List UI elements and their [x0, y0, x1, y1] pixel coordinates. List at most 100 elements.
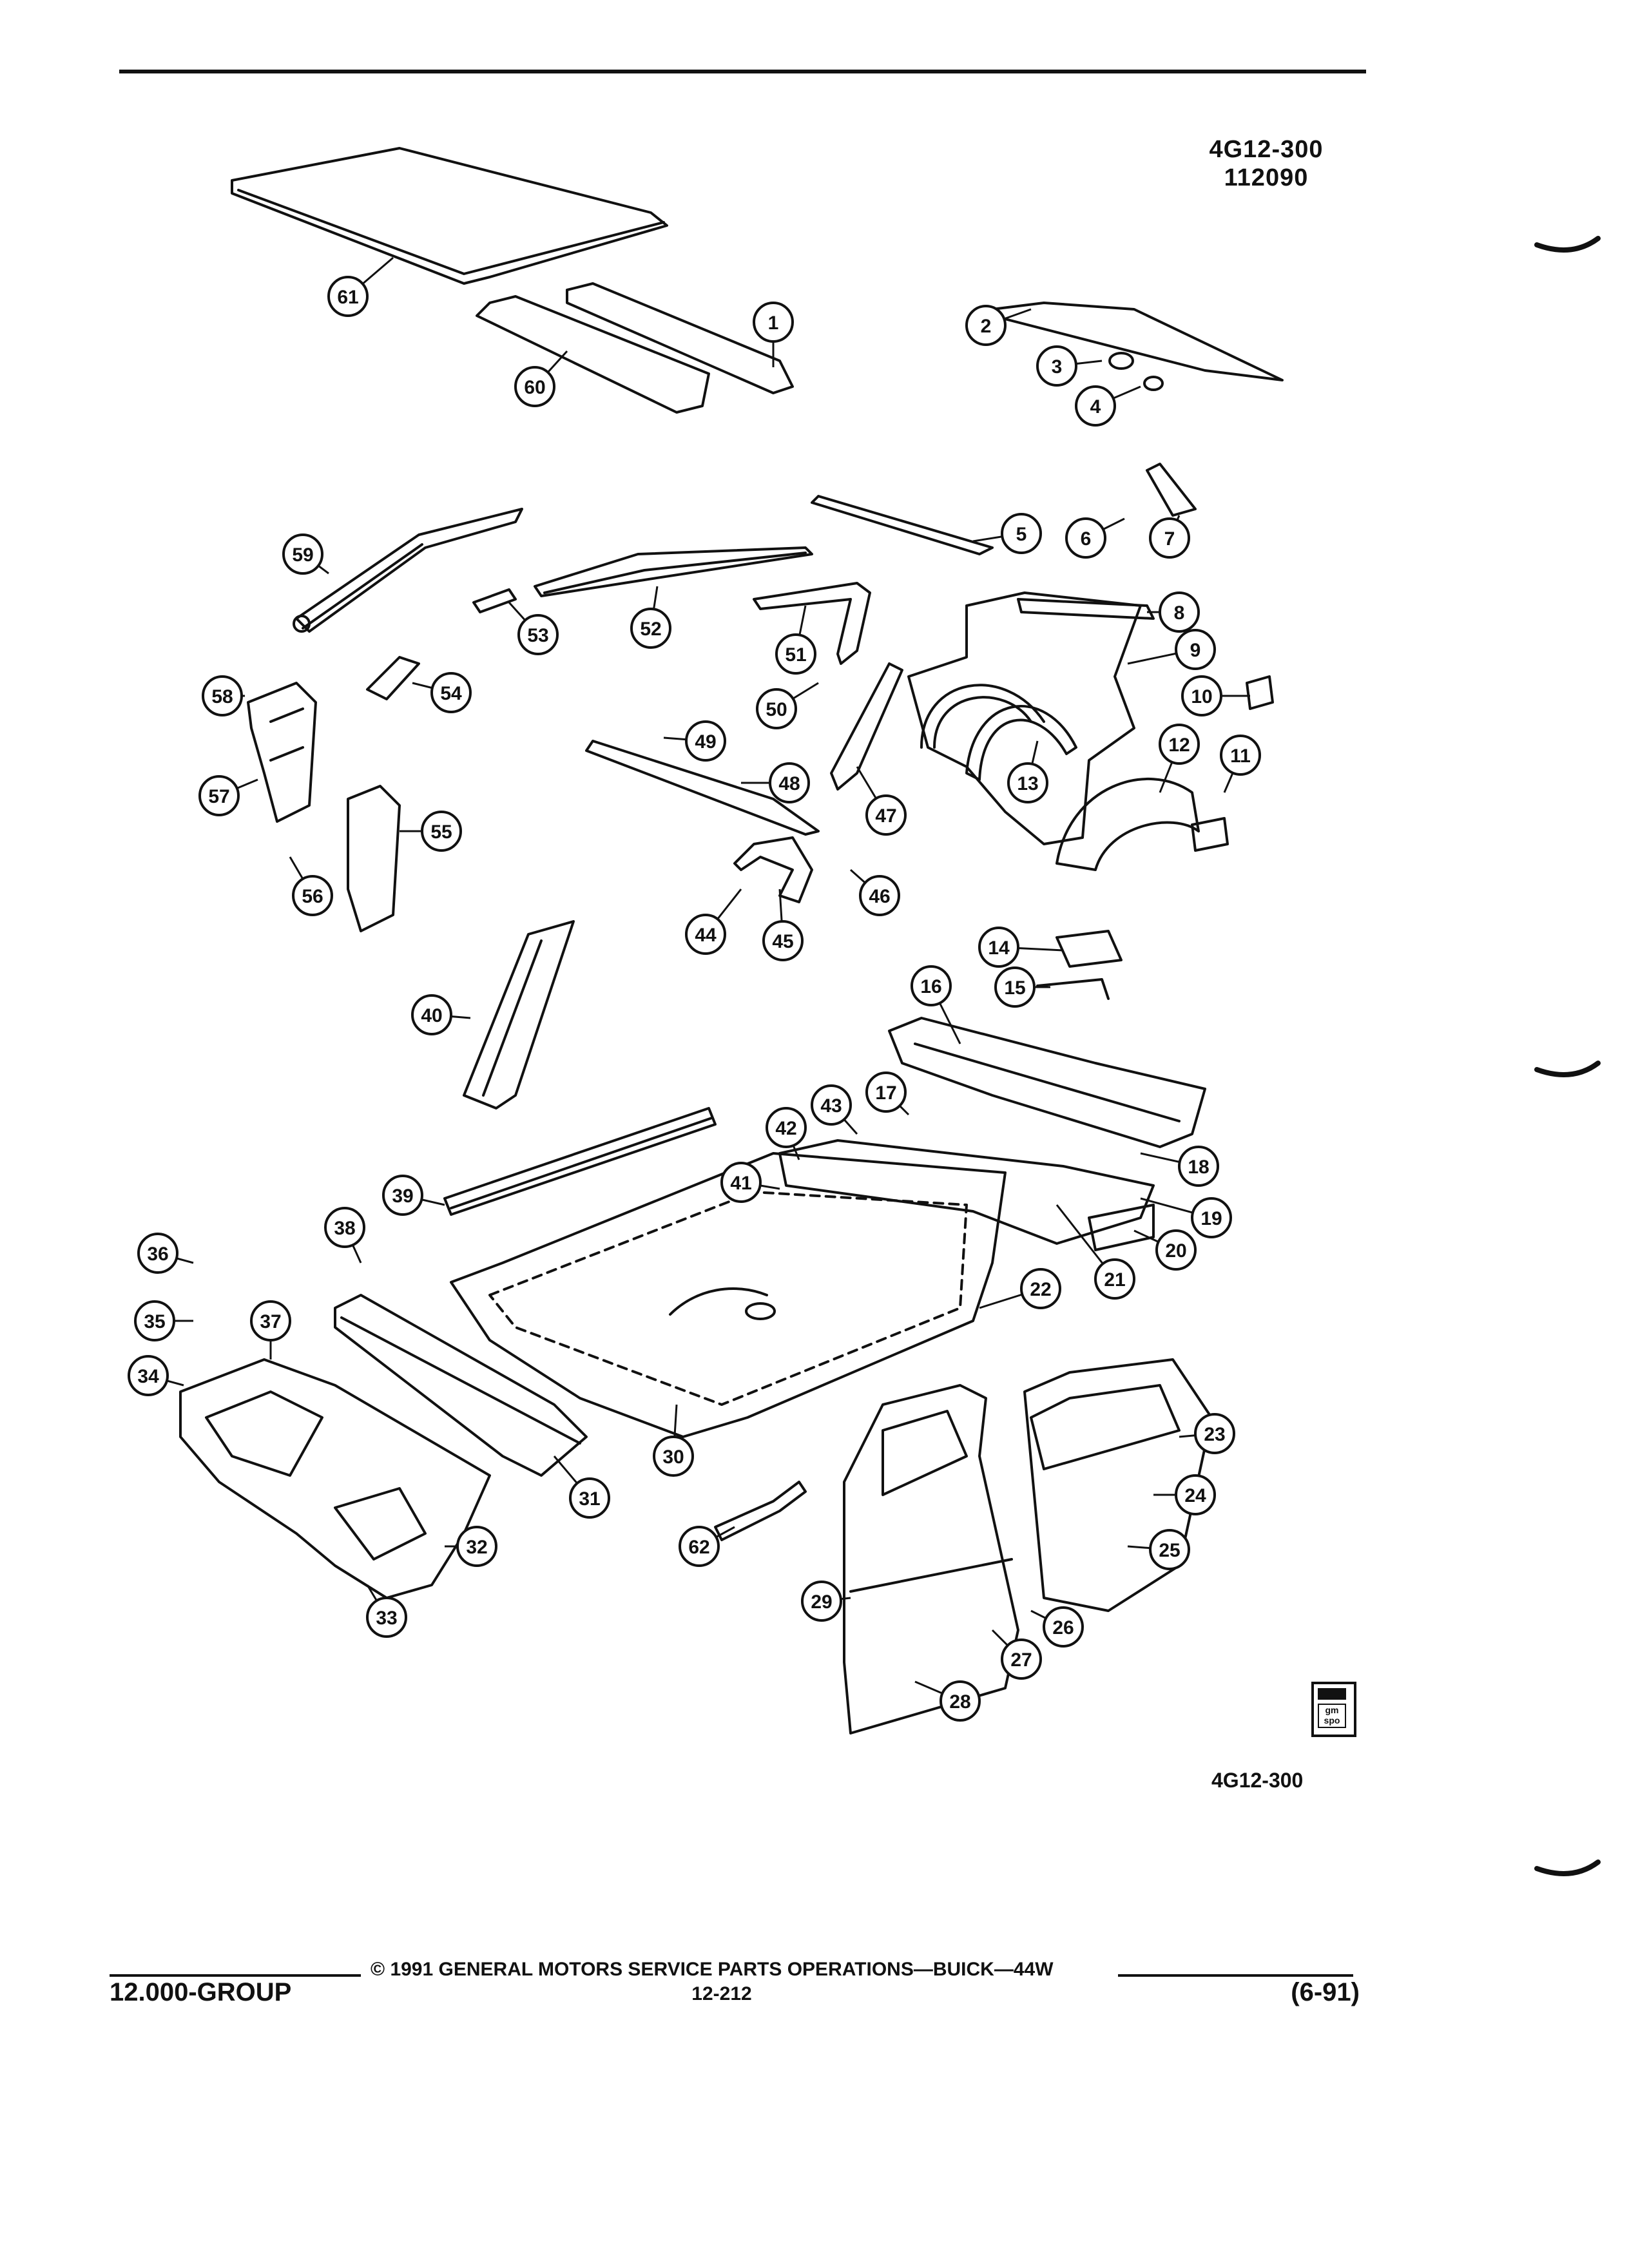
callout-circle-54	[430, 672, 472, 713]
callout-circle-22	[1020, 1268, 1061, 1309]
callout-number-35: 35	[144, 1311, 165, 1332]
callout-number-50: 50	[766, 699, 787, 720]
callout-circle-45	[762, 920, 804, 961]
callout-circle-19	[1191, 1197, 1232, 1238]
callout-circle-61	[327, 276, 369, 317]
callout-circle-7	[1149, 517, 1190, 559]
pillar-47	[830, 662, 903, 791]
callout-circle-33	[366, 1597, 407, 1638]
front-door	[843, 1384, 1019, 1735]
callout-number-41: 41	[730, 1173, 751, 1194]
callout-number-60: 60	[524, 377, 545, 398]
binder-marks	[1534, 236, 1601, 1876]
callout-number-27: 27	[1010, 1649, 1032, 1671]
hinge-pillar	[247, 682, 317, 823]
callout-circle-39	[382, 1175, 423, 1216]
callout-number-48: 48	[778, 773, 800, 794]
callout-circle-23	[1194, 1413, 1235, 1454]
callout-circle-18	[1178, 1146, 1219, 1187]
rear-shelf	[888, 1017, 1206, 1148]
callout-number-62: 62	[688, 1537, 709, 1558]
callout-number-45: 45	[772, 931, 793, 952]
callout-circle-36	[137, 1233, 178, 1274]
callout-number-3: 3	[1052, 356, 1063, 378]
callout-circle-24	[1175, 1474, 1216, 1515]
callout-circle-58	[202, 675, 243, 716]
callout-circle-27	[1001, 1639, 1042, 1680]
callout-circle-2	[965, 305, 1007, 346]
callout-circle-48	[769, 762, 810, 803]
callout-circle-32	[456, 1526, 497, 1567]
rocker-panel	[443, 1107, 717, 1216]
copyright-line: © 1991 GENERAL MOTORS SERVICE PARTS OPER…	[371, 1959, 1054, 1980]
page-number: 12-212	[691, 1983, 752, 2004]
group-label: 12.000-GROUP	[110, 1978, 292, 2006]
callout-circle-47	[865, 794, 907, 836]
center-pillar	[463, 920, 575, 1110]
rear-floor	[778, 1139, 1155, 1245]
callout-number-30: 30	[662, 1446, 684, 1468]
callout-circle-6	[1065, 517, 1106, 559]
wheelhouse-liner	[1055, 778, 1200, 871]
front-pillar	[347, 785, 401, 932]
callout-number-39: 39	[392, 1186, 413, 1207]
callout-number-13: 13	[1017, 773, 1038, 794]
callout-number-12: 12	[1168, 735, 1190, 756]
figure-date-code: 112090	[1224, 164, 1309, 191]
callout-number-2: 2	[981, 316, 992, 337]
roof-crossmember	[534, 546, 813, 597]
seat-rail	[714, 1481, 807, 1541]
roof-panel	[231, 147, 668, 285]
callout-number-26: 26	[1052, 1617, 1074, 1639]
door-molding	[585, 740, 820, 836]
callout-number-17: 17	[875, 1082, 896, 1104]
callout-number-33: 33	[376, 1608, 397, 1629]
callout-circle-56	[292, 875, 333, 916]
callout-number-47: 47	[875, 805, 896, 827]
callout-circle-44	[685, 914, 726, 955]
callout-number-20: 20	[1165, 1240, 1186, 1262]
callout-number-52: 52	[640, 619, 661, 640]
callout-number-16: 16	[920, 976, 941, 997]
callout-circle-8	[1159, 591, 1200, 633]
bracket	[1146, 463, 1197, 517]
callout-number-1: 1	[768, 312, 779, 334]
callout-circle-3	[1036, 345, 1077, 387]
callout-number-42: 42	[775, 1118, 796, 1139]
callout-number-34: 34	[137, 1366, 159, 1387]
callout-circle-43	[811, 1084, 852, 1126]
windshield-header	[295, 508, 523, 633]
callout-circle-52	[630, 608, 671, 649]
seat-bracket	[1055, 930, 1123, 968]
callout-number-53: 53	[527, 625, 548, 646]
footer-rule-right	[1118, 1974, 1353, 1977]
callout-number-44: 44	[695, 925, 717, 946]
floor-pan	[450, 1152, 1007, 1438]
callout-number-9: 9	[1190, 640, 1201, 661]
callout-number-23: 23	[1204, 1424, 1225, 1445]
callout-circle-9	[1175, 629, 1216, 670]
callout-number-37: 37	[260, 1311, 281, 1332]
rear-crossmember	[1088, 1204, 1155, 1251]
callout-circle-46	[859, 875, 900, 916]
callout-circle-35	[134, 1300, 175, 1341]
rear-rail-upper	[1017, 598, 1155, 620]
callout-number-40: 40	[421, 1005, 442, 1026]
callout-number-19: 19	[1200, 1208, 1222, 1229]
callout-circle-14	[978, 927, 1019, 968]
callout-circle-34	[128, 1355, 169, 1396]
callout-circle-17	[865, 1072, 907, 1113]
footer-rule-left	[110, 1974, 361, 1977]
top-rule	[119, 70, 1366, 73]
callout-number-10: 10	[1191, 686, 1212, 707]
figure-code-bottom: 4G12-300	[1211, 1769, 1304, 1792]
callout-number-4: 4	[1090, 396, 1101, 418]
small-bracket	[472, 588, 517, 613]
dash-panel	[179, 1358, 491, 1599]
callout-number-56: 56	[302, 886, 323, 907]
bracket-11	[1191, 817, 1229, 852]
callout-circle-49	[685, 720, 726, 762]
hinge-bracket	[366, 656, 420, 700]
callout-number-38: 38	[334, 1218, 355, 1239]
